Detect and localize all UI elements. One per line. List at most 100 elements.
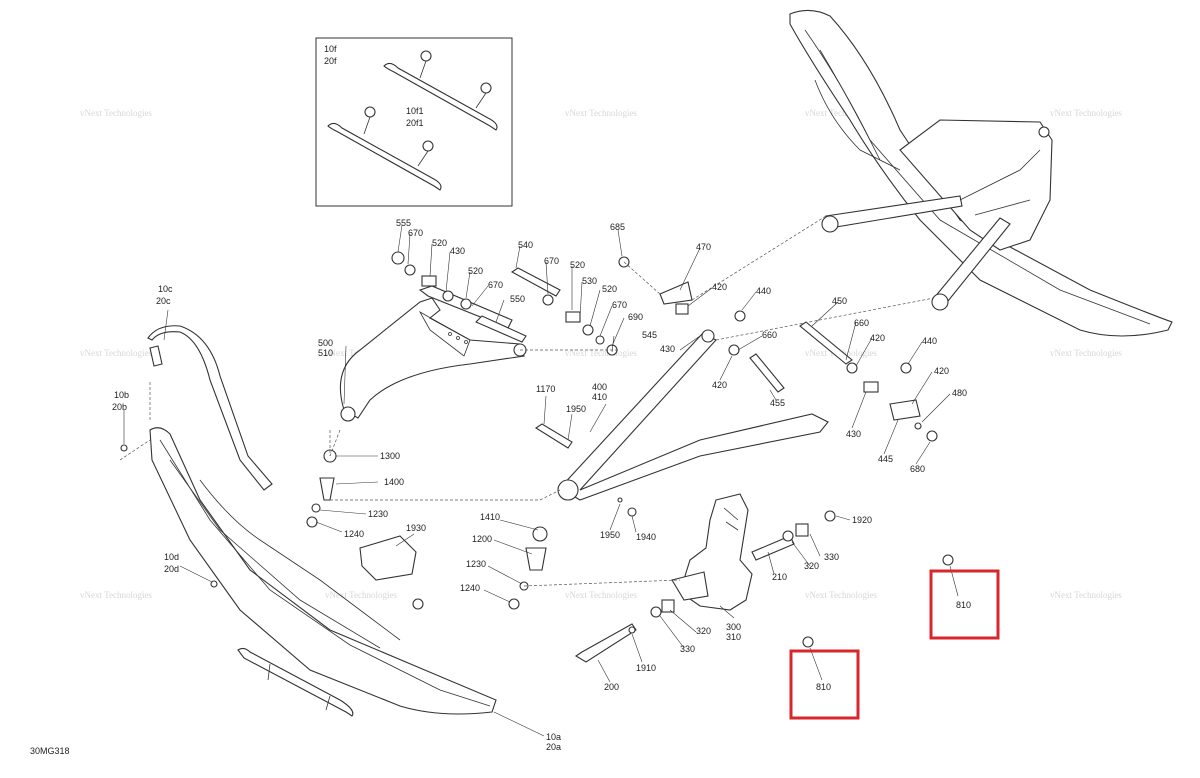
callout-550: 550 xyxy=(510,294,525,304)
runner-long xyxy=(383,62,498,131)
callout-1230: 1230 xyxy=(466,559,486,569)
callout-1910: 1910 xyxy=(636,663,656,673)
callout-430: 430 xyxy=(660,344,675,354)
callout-440: 440 xyxy=(756,286,771,296)
callout-455: 455 xyxy=(770,398,785,408)
callout-470: 470 xyxy=(696,242,711,252)
callout-690: 690 xyxy=(628,312,643,322)
bushing xyxy=(661,599,675,613)
watermark: vNext Technologies xyxy=(805,108,877,118)
bushing xyxy=(863,381,879,393)
runner-nut xyxy=(364,106,376,118)
runner-nut xyxy=(422,140,434,152)
callout-430: 430 xyxy=(450,246,465,256)
highlight-box-810-right xyxy=(929,569,1000,640)
callout-210: 210 xyxy=(772,572,787,582)
callout-545: 545 xyxy=(642,330,657,340)
hardware xyxy=(120,251,954,663)
callout-1400: 1400 xyxy=(384,477,404,487)
left-ski-assembly xyxy=(147,325,497,717)
callout-10a: 10a xyxy=(546,732,561,742)
callout-555: 555 xyxy=(396,218,411,228)
callout-1170: 1170 xyxy=(536,384,555,394)
handle-cap xyxy=(149,345,163,367)
watermark: vNext Technologies xyxy=(80,108,152,118)
inset-label: 10f1 xyxy=(406,106,424,116)
watermark: vNext Technologies xyxy=(565,590,637,600)
arm-eye xyxy=(701,329,715,343)
callout-10c: 10c xyxy=(158,284,173,294)
callout-20c: 20c xyxy=(156,296,171,306)
spindle xyxy=(671,493,753,611)
bolt xyxy=(574,623,637,663)
callout-1200: 1200 xyxy=(472,534,492,544)
washer xyxy=(404,264,416,276)
bracket xyxy=(889,399,921,421)
callout-810: 810 xyxy=(816,682,831,692)
assembly-lines xyxy=(119,215,935,587)
callout-445: 445 xyxy=(878,454,893,464)
ball-joint xyxy=(340,406,356,422)
callout-520: 520 xyxy=(468,266,483,276)
nut xyxy=(734,310,746,322)
callout-330: 330 xyxy=(824,552,839,562)
callout-310: 310 xyxy=(726,632,741,642)
callout-450: 450 xyxy=(832,296,847,306)
callout-200: 200 xyxy=(604,682,619,692)
callout-420: 420 xyxy=(934,366,949,376)
right-spindle-frame xyxy=(899,119,1053,251)
nut xyxy=(306,516,318,528)
nut xyxy=(508,598,520,610)
highlight-box-810-bottom xyxy=(789,649,860,720)
callout-430: 430 xyxy=(846,429,861,439)
left-runner xyxy=(237,647,354,717)
callout-300: 300 xyxy=(726,622,741,632)
callout-520: 520 xyxy=(570,260,585,270)
callout-1920: 1920 xyxy=(852,515,872,525)
bushing xyxy=(675,303,689,315)
callout-1410: 1410 xyxy=(480,512,500,522)
watermark: vNext Technologies xyxy=(1050,590,1122,600)
watermark: vNext Technologies xyxy=(565,348,637,358)
ball-stud xyxy=(319,477,335,501)
upper-a-arm xyxy=(339,297,527,422)
washer xyxy=(311,503,321,513)
callout-1300: 1300 xyxy=(380,451,400,461)
watermark: vNext Technologies xyxy=(805,590,877,600)
callout-330: 330 xyxy=(680,644,695,654)
bolt xyxy=(749,353,785,393)
nut xyxy=(926,430,938,442)
watermark: vNext Technologies xyxy=(565,108,637,118)
callout-1950: 1950 xyxy=(566,404,586,414)
inset-label: 10f xyxy=(324,44,337,54)
washer xyxy=(846,362,858,374)
right-ski-assembly xyxy=(789,9,1173,337)
arm-bushing xyxy=(821,215,839,233)
bushing xyxy=(421,275,437,287)
washer xyxy=(582,324,594,336)
left-ski-handle xyxy=(147,325,273,491)
arm-bushing xyxy=(931,293,949,311)
callout-1940: 1940 xyxy=(636,532,656,542)
callout-320: 320 xyxy=(696,626,711,636)
boot xyxy=(532,526,548,542)
leader-lines xyxy=(123,224,959,737)
callout-410: 410 xyxy=(592,392,607,402)
callout-420: 420 xyxy=(870,333,885,343)
callout-1230: 1230 xyxy=(368,509,388,519)
top-bolt xyxy=(1038,126,1050,138)
callout-670: 670 xyxy=(488,280,503,290)
callout-500: 500 xyxy=(318,338,333,348)
runner-inset: 10f 20f 10f1 20f1 xyxy=(315,37,513,207)
washer xyxy=(782,530,794,542)
washer xyxy=(442,290,454,302)
callout-20d: 20d xyxy=(164,564,179,574)
callout-670: 670 xyxy=(544,256,559,266)
watermark: vNext Technologies xyxy=(80,348,152,358)
callout-480: 480 xyxy=(952,388,967,398)
left-ski-body xyxy=(149,427,497,715)
callout-670: 670 xyxy=(408,228,423,238)
watermark: vNext Technologies xyxy=(1050,348,1122,358)
callout-1240: 1240 xyxy=(460,583,480,593)
